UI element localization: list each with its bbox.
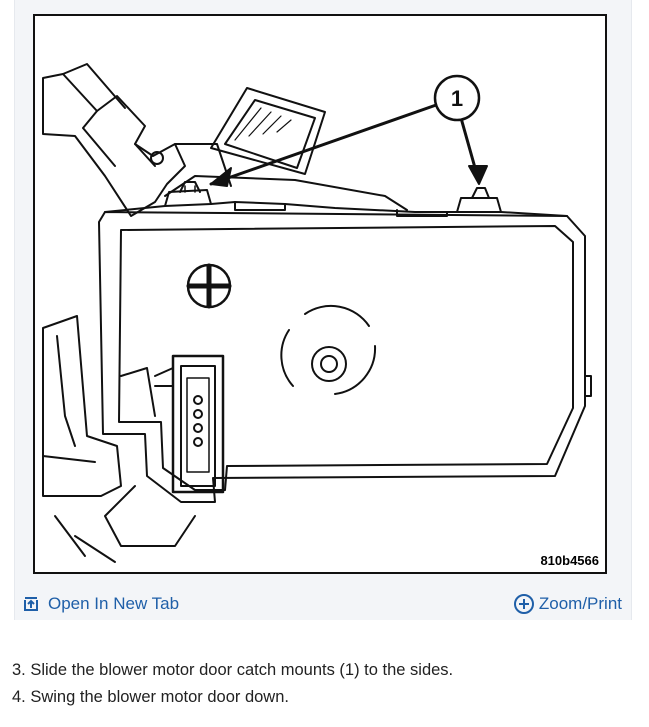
step-3: 3. Slide the blower motor door catch mou… <box>12 661 454 679</box>
zoom-plus-icon <box>513 593 535 615</box>
open-in-new-tab-link[interactable]: Open In New Tab <box>22 588 179 620</box>
step-4: 4. Swing the blower motor door down. <box>12 688 289 706</box>
figure-illustration: 1 810b4566 <box>33 14 607 574</box>
callout-number: 1 <box>451 86 463 111</box>
callout-circle <box>433 74 481 122</box>
figure-toolbar: Open In New Tab Zoom/Print <box>14 588 630 620</box>
open-in-new-tab-label: Open In New Tab <box>48 594 180 613</box>
zoom-print-label: Zoom/Print <box>538 594 622 613</box>
zoom-print-link[interactable]: Zoom/Print <box>513 588 622 620</box>
instruction-steps: 3. Slide the blower motor door catch mou… <box>12 657 639 711</box>
blower-motor-door-diagram: 1 <box>42 63 592 563</box>
open-in-new-tab-icon <box>22 595 40 613</box>
figure-code: 810b4566 <box>540 553 599 568</box>
